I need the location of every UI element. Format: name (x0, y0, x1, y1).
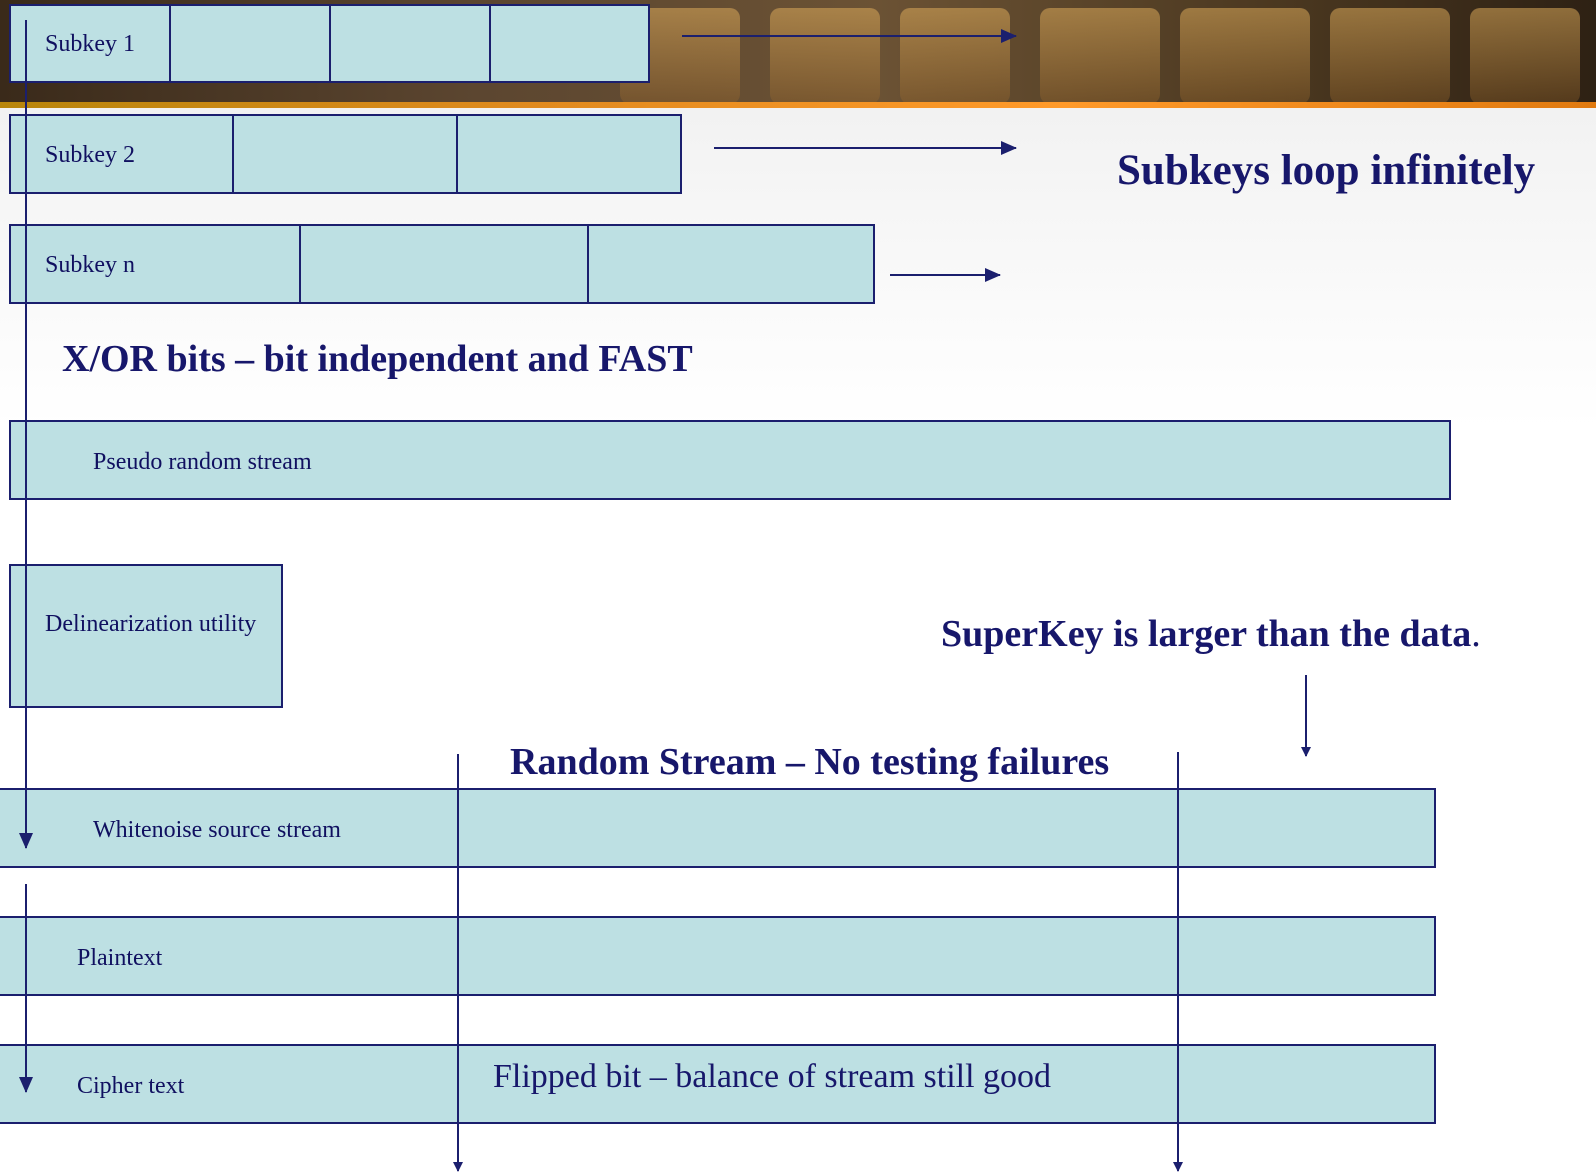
banner-edge (0, 102, 1596, 108)
plaintext-box (0, 916, 1436, 996)
superkey-heading-text: SuperKey is larger than the data (941, 613, 1472, 655)
subkey-n-label: Subkey n (45, 252, 135, 278)
subkey-n-box (9, 224, 875, 304)
subkeys-loop-heading: Subkeys loop infinitely (1117, 147, 1536, 194)
cipher-text-label: Cipher text (77, 1073, 185, 1099)
superkey-heading-period: . (1471, 613, 1481, 655)
banner-decoration (1040, 8, 1160, 104)
whitenoise-stream-label: Whitenoise source stream (93, 817, 341, 843)
pseudo-random-stream-box (9, 420, 1451, 500)
whitenoise-stream-box (0, 788, 1436, 868)
cipher-text-box (0, 1044, 1436, 1124)
subkey-2-label: Subkey 2 (45, 142, 135, 168)
pseudo-random-stream-label: Pseudo random stream (93, 449, 312, 475)
segment-divider (169, 6, 171, 81)
subkey-2-box (9, 114, 682, 194)
banner-decoration (1470, 8, 1580, 104)
subkey-1-box (9, 4, 650, 83)
segment-divider (329, 6, 331, 81)
banner-decoration (900, 8, 1010, 104)
segment-divider (232, 116, 234, 192)
plaintext-label: Plaintext (77, 945, 163, 971)
banner-decoration (1330, 8, 1450, 104)
random-stream-heading: Random Stream – No testing failures (510, 741, 1110, 783)
delinearization-label: Delinearization utility (45, 611, 257, 637)
segment-divider (587, 226, 589, 302)
segment-divider (299, 226, 301, 302)
subkey-1-label: Subkey 1 (45, 31, 135, 57)
xor-heading: X/OR bits – bit independent and FAST (62, 338, 693, 380)
superkey-heading: SuperKey is larger than the data. (941, 612, 1481, 656)
header-banner (0, 0, 1596, 108)
banner-decoration (1180, 8, 1310, 104)
banner-decoration (770, 8, 880, 104)
flipped-bit-note: Flipped bit – balance of stream still go… (493, 1058, 1052, 1095)
segment-divider (456, 116, 458, 192)
delinearization-box (9, 564, 283, 708)
segment-divider (489, 6, 491, 81)
